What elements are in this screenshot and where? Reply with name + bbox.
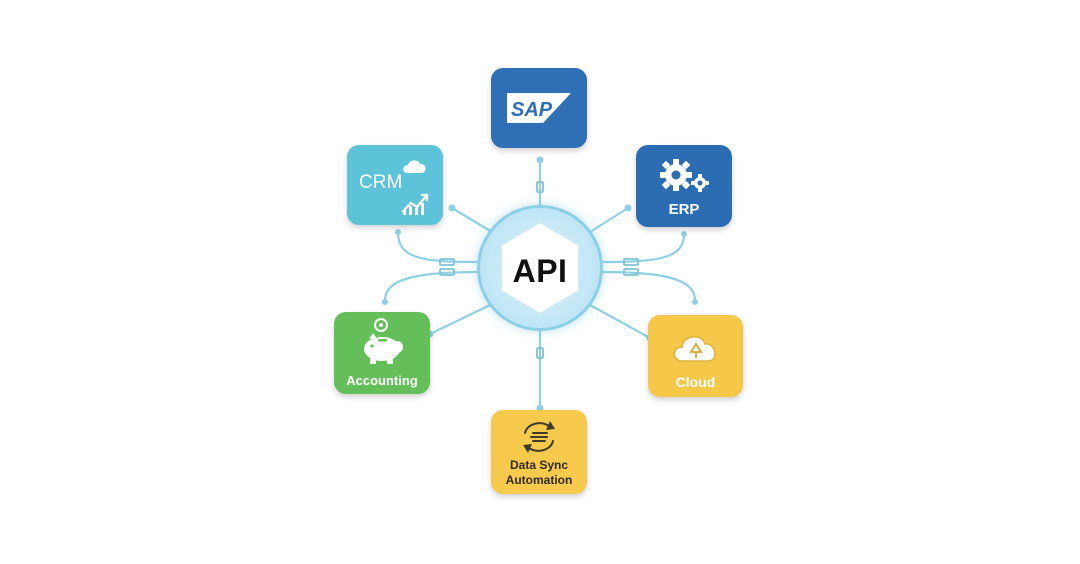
cloud-node: Cloud [648,315,743,397]
erp-node: ERP [636,145,732,227]
gears-icon [660,159,709,192]
data-sync-label-line1: Data Sync [509,458,569,472]
connector-right-upper [600,232,686,264]
cloud-upload-icon [673,336,716,362]
connector-left-upper [396,230,480,264]
connector-accounting [428,303,492,336]
connector-erp [588,206,630,234]
crm-label: CRM [359,172,403,193]
connector-right-lower [600,270,697,302]
connector-cloud [588,303,652,340]
accounting-node: Accounting [334,312,430,394]
cloud-label: Cloud [675,374,716,390]
sap-logo-text: SAP [511,99,553,121]
crm-node: CRM [347,145,443,225]
erp-label: ERP [668,201,700,218]
api-hub: API [477,205,603,331]
sap-node: SAP [491,68,587,148]
sync-document-icon [523,421,555,453]
data-sync-label-line2: Automation [505,473,573,487]
sap-logo: SAP [507,93,571,123]
data-sync-node: Data Sync Automation [491,410,587,494]
connector-left-lower [383,270,480,302]
accounting-label: Accounting [346,373,418,388]
cloud-chart-icon [401,160,429,215]
api-label: API [512,253,568,289]
connector-crm [450,206,494,234]
hexagon-shape [500,220,580,316]
piggy-bank-icon [364,318,403,364]
